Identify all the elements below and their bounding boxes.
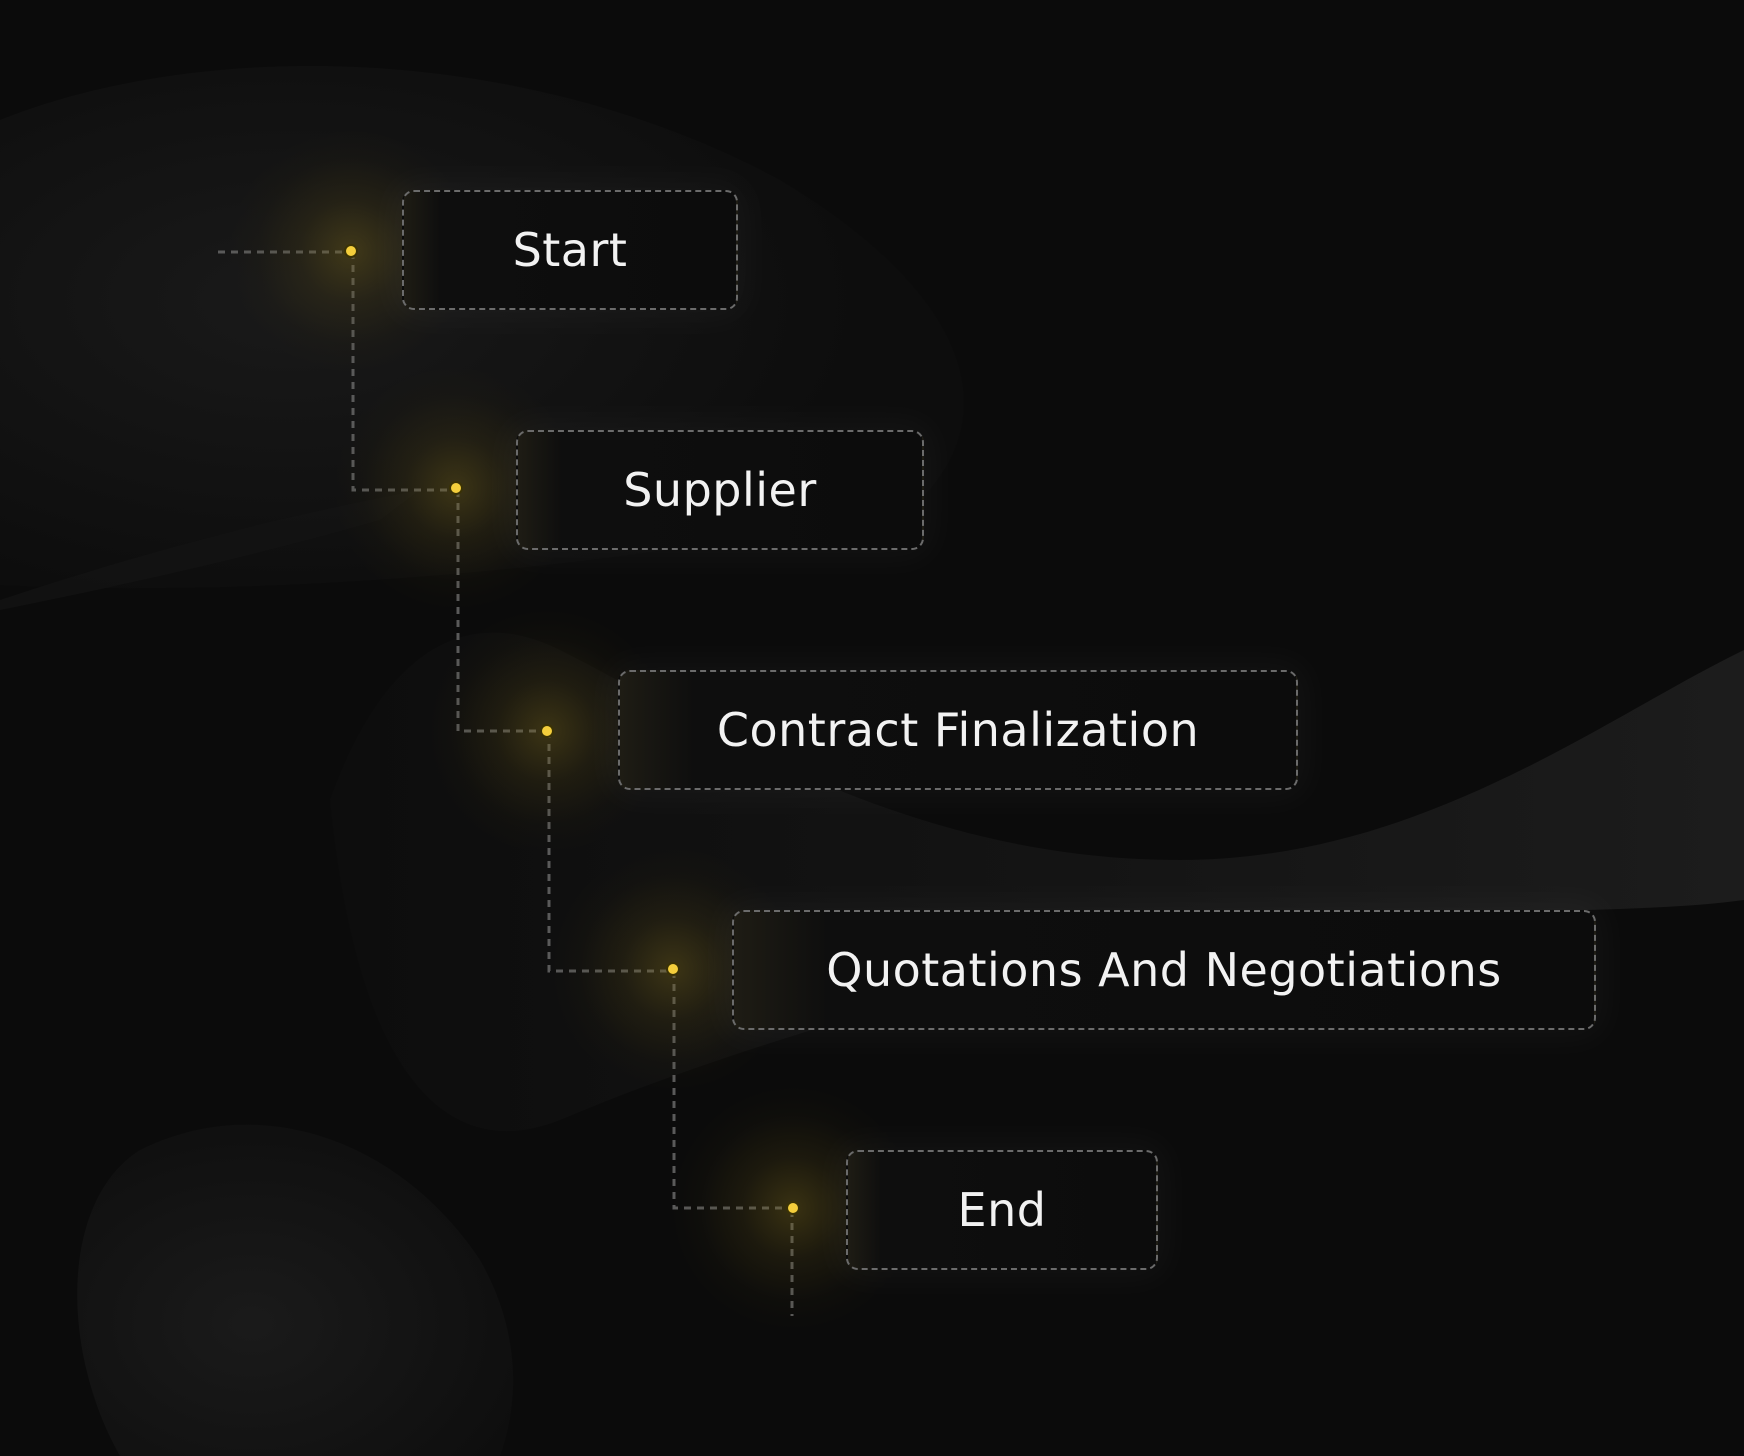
node-end[interactable]: End [846, 1150, 1158, 1270]
node-start-label: Start [512, 223, 628, 277]
connector-dot-supplier [449, 481, 463, 495]
connector-dot-quotations [666, 962, 680, 976]
wave-shape-lower [77, 1124, 514, 1456]
connector-dot-end [786, 1201, 800, 1215]
node-end-label: End [957, 1183, 1047, 1237]
node-supplier-label: Supplier [623, 463, 817, 517]
node-quotations-and-negotiations-label: Quotations And Negotiations [826, 943, 1502, 997]
node-quotations-and-negotiations[interactable]: Quotations And Negotiations [732, 910, 1596, 1030]
wave-shape-left [0, 490, 420, 610]
connector-supplier-contract [456, 490, 547, 733]
node-supplier[interactable]: Supplier [516, 430, 924, 550]
connector-contract-quotations [547, 731, 673, 973]
node-start[interactable]: Start [402, 190, 738, 310]
node-contract-finalization-label: Contract Finalization [716, 703, 1200, 757]
connector-quotations-end [672, 971, 793, 1210]
node-contract-finalization[interactable]: Contract Finalization [618, 670, 1298, 790]
connector-dot-start [344, 244, 358, 258]
connector-start-supplier [351, 252, 456, 492]
connector-dot-contract [540, 724, 554, 738]
